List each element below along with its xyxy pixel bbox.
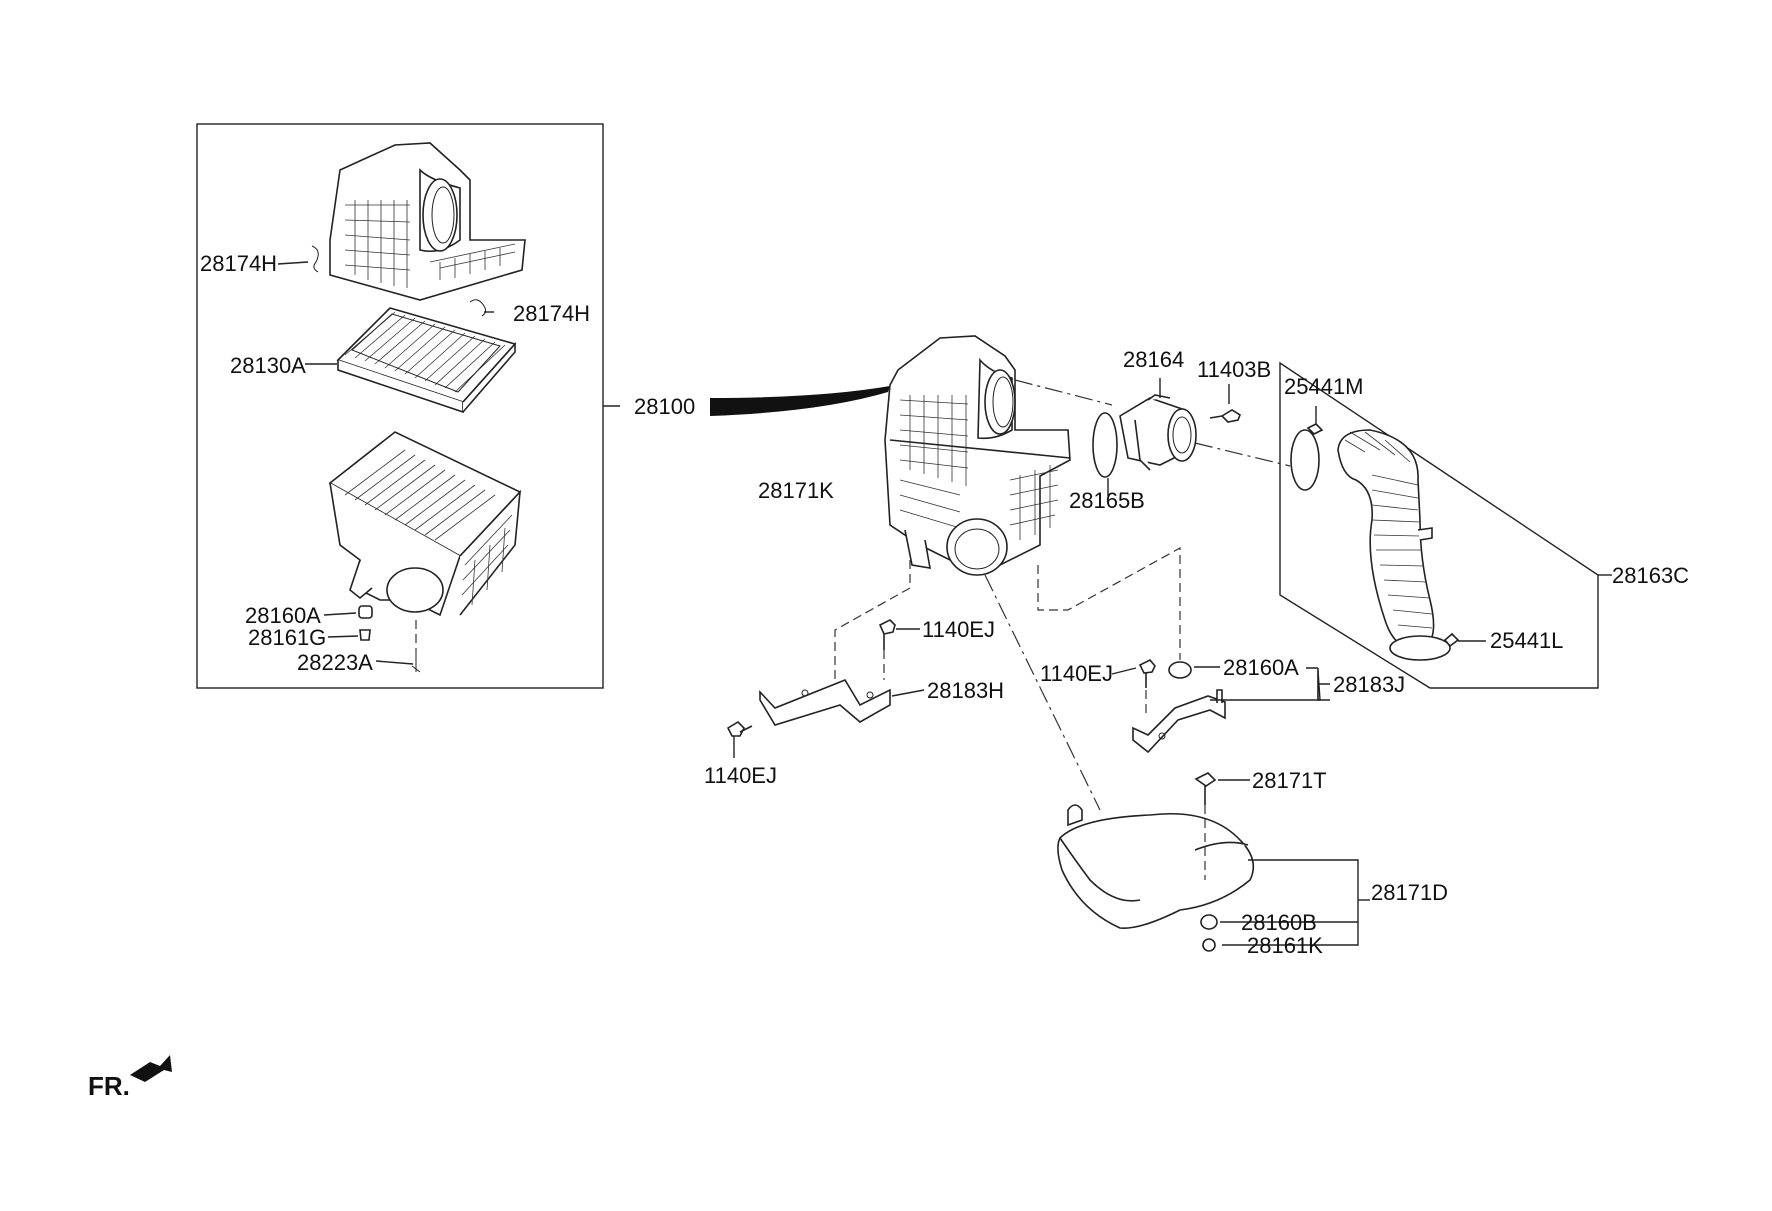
label-28174H-b: 28174H: [513, 301, 590, 326]
label-28171T: 28171T: [1252, 768, 1327, 793]
label-28183J: 28183J: [1333, 672, 1405, 697]
grommet-28160B: [1200, 914, 1218, 930]
label-1140EJ-b: 1140EJ: [704, 763, 777, 788]
label-28174H-a: 28174H: [200, 251, 277, 276]
label-28160B: 28160B: [1241, 910, 1317, 935]
label-28165B: 28165B: [1069, 488, 1145, 513]
front-direction-arrow-icon: [130, 1055, 172, 1082]
grommet-28160A-b: [1168, 661, 1192, 679]
bushing-28161K: [1202, 938, 1216, 952]
clip-28174H-b: [469, 299, 487, 317]
bolt-1140EJ-a: [878, 619, 896, 650]
label-28160A-a: 28160A: [245, 603, 321, 628]
label-25441M: 25441M: [1284, 374, 1364, 399]
assembly-pointer-wedge: [710, 386, 890, 416]
clamp-25441L: [1389, 635, 1451, 661]
bolt-1140EJ-b: [726, 720, 753, 737]
resonator-28171D-part: [1057, 804, 1255, 929]
label-25441L: 25441L: [1490, 628, 1563, 653]
label-28171K: 28171K: [758, 478, 834, 503]
grommet-28160A: [358, 605, 373, 619]
intake-hose-part: [1337, 429, 1435, 651]
clamp-25441M: [1290, 429, 1320, 491]
label-28130A: 28130A: [230, 353, 306, 378]
bolt-11403B: [1209, 409, 1241, 423]
lower-case-part: [328, 431, 522, 617]
upper-cover-part: [329, 142, 526, 301]
clip-28174H-a: [311, 245, 319, 273]
front-orientation-label: FR.: [88, 1071, 130, 1101]
pin-28223A: [411, 650, 421, 673]
label-28183H: 28183H: [927, 678, 1004, 703]
label-28100: 28100: [634, 394, 695, 419]
label-28161K: 28161K: [1247, 933, 1323, 958]
bolt-28171T: [1194, 772, 1217, 805]
label-28161G: 28161G: [248, 625, 326, 650]
filter-element-part: [336, 307, 517, 414]
bracket-28183H-part: [759, 679, 891, 726]
seal-ring-28165B: [1092, 412, 1118, 478]
label-28163C: 28163C: [1612, 563, 1689, 588]
label-28160A-b: 28160A: [1223, 655, 1299, 680]
hose-frame: [1279, 361, 1599, 689]
bolt-1140EJ-c: [1138, 659, 1156, 688]
label-1140EJ-a: 1140EJ: [922, 617, 995, 642]
label-28171D: 28171D: [1371, 880, 1448, 905]
air-cleaner-assembly-part: [884, 335, 1071, 576]
label-11403B: 11403B: [1197, 357, 1271, 382]
bushing-28161G: [359, 629, 371, 641]
label-28164: 28164: [1123, 347, 1184, 372]
label-28223A: 28223A: [297, 650, 373, 675]
intake-duct-28164-part: [1119, 394, 1197, 471]
bracket-28183J-part: [1132, 695, 1226, 754]
label-1140EJ-c: 1140EJ: [1040, 661, 1113, 686]
